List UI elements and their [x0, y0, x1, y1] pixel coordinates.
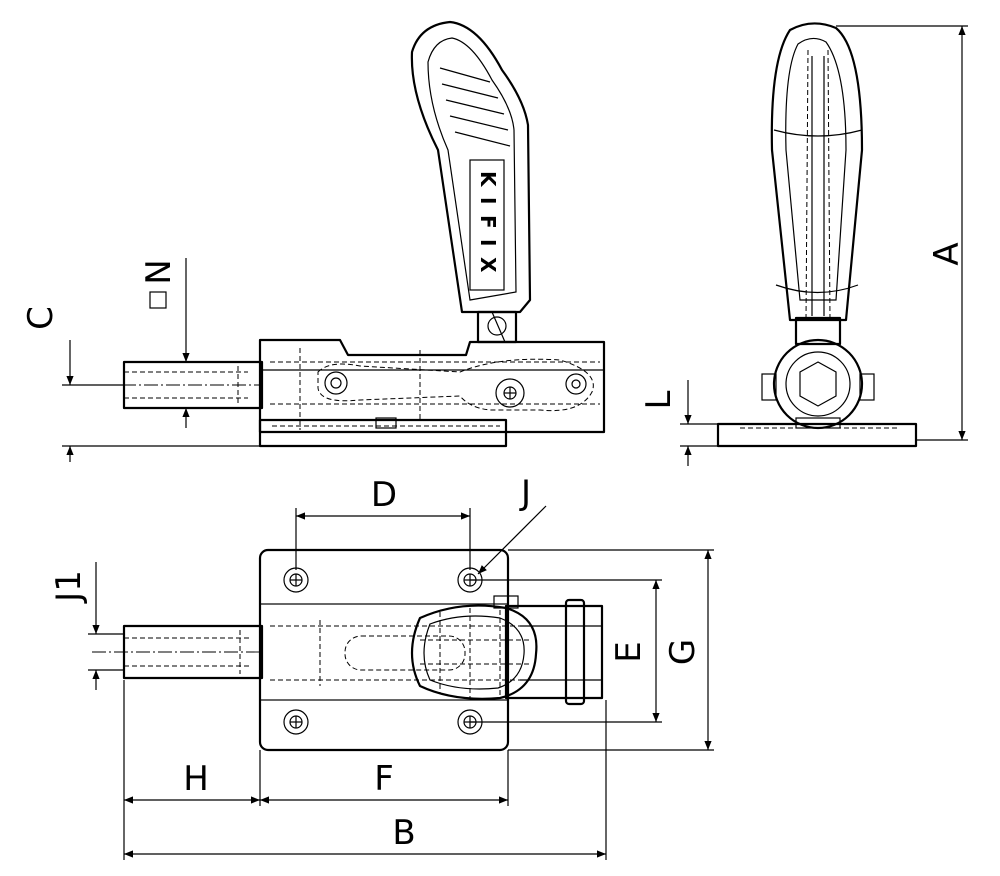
brand-letter: F [476, 215, 500, 229]
dim-label-e: E [609, 641, 649, 662]
side-view: K I F I X [78, 20, 606, 448]
dim-label-g: G [663, 639, 703, 665]
dim-label-h: H [183, 759, 209, 799]
dim-label-n: N [139, 259, 179, 284]
dim-label-b: B [392, 813, 415, 853]
dim-label-a: A [927, 242, 967, 265]
dim-label-d: D [371, 475, 397, 515]
dim-label-j1: J1 [49, 570, 89, 604]
dim-label-c: C [21, 306, 61, 330]
mounting-hole [283, 709, 309, 735]
dim-label-j: J [519, 473, 531, 513]
front-view [716, 22, 918, 448]
top-view [92, 548, 604, 752]
brand-letter: I [476, 239, 500, 246]
mounting-hole [283, 567, 309, 593]
dimension-lines [62, 25, 968, 860]
brand-letter: X [476, 257, 500, 273]
dim-label-f: F [374, 759, 394, 799]
dim-label-l: L [639, 390, 679, 409]
brand-letter: I [476, 197, 500, 204]
brand-letter: K [476, 171, 500, 188]
